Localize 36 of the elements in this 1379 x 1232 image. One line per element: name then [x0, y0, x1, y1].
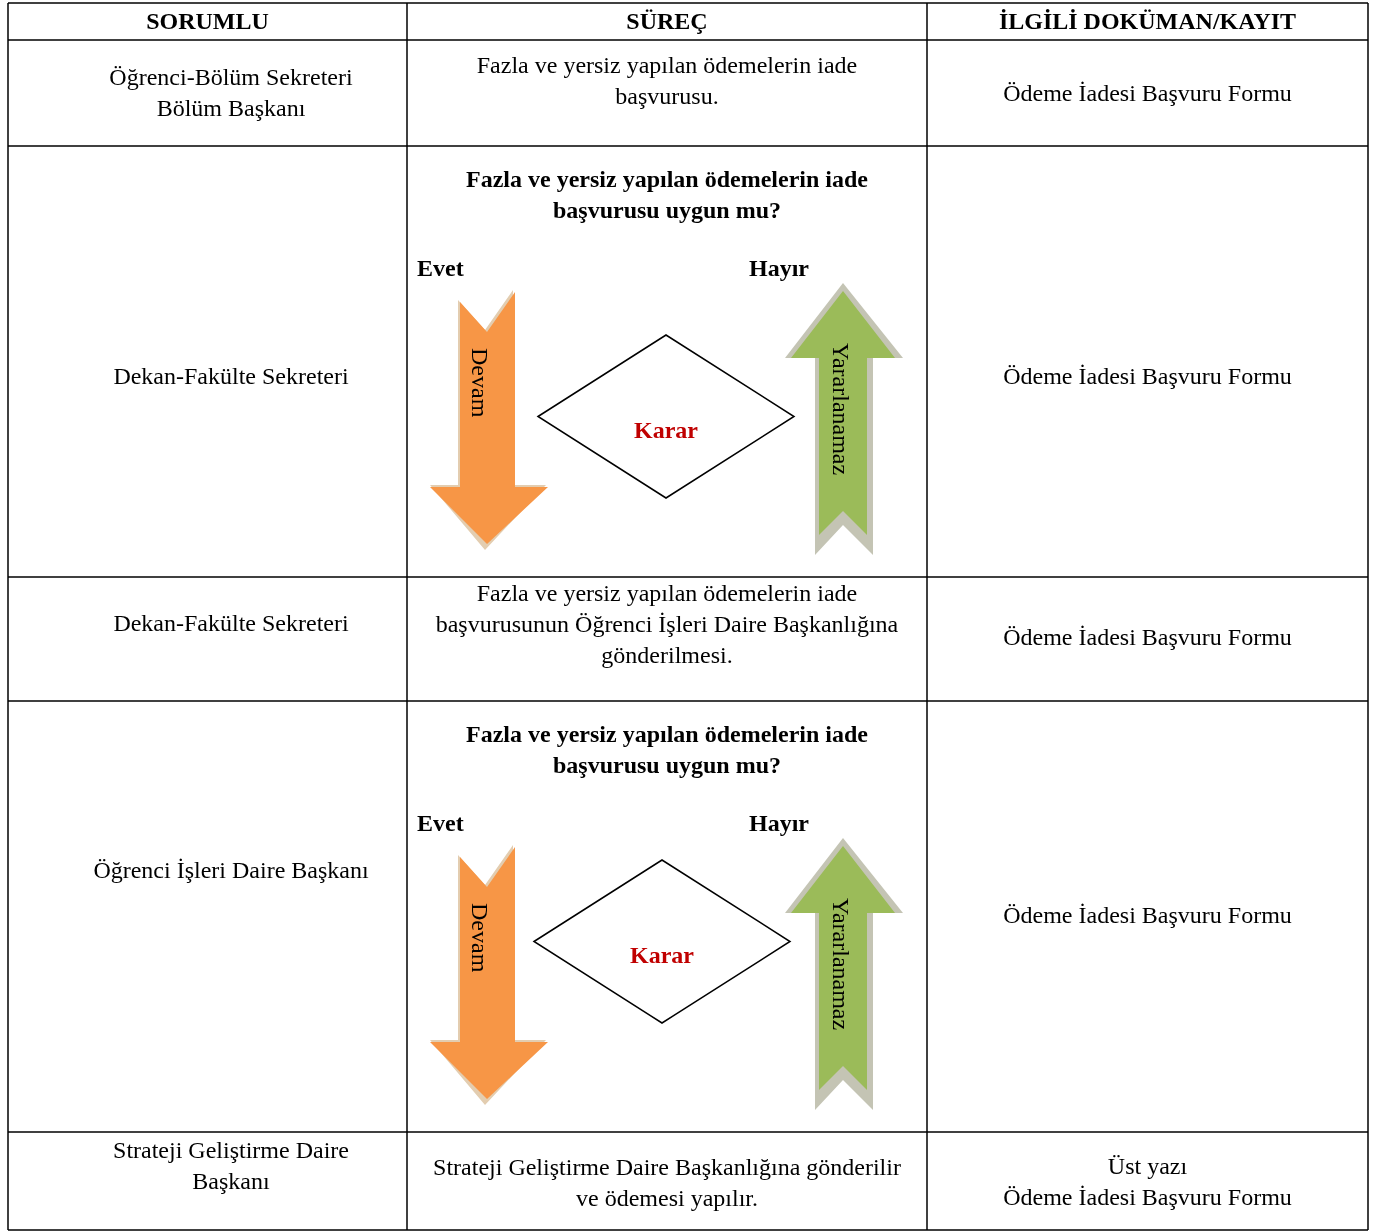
column-header: İLGİLİ DOKÜMAN/KAYIT [998, 7, 1297, 36]
arrow-label: Devam [466, 348, 493, 418]
process-step: Fazla ve yersiz yapılan ödemelerin iade başvurusu. [427, 50, 907, 112]
branch-label: Hayır [749, 810, 809, 837]
branch-label: Evet [417, 255, 464, 282]
responsible-person: Bölüm Başkanı [156, 94, 306, 123]
document-name: Ödeme İadesi Başvuru Formu [1003, 623, 1292, 652]
document-name: Ödeme İadesi Başvuru Formu [1003, 901, 1292, 930]
up-arrow [785, 283, 903, 555]
arrow-label: Devam [466, 903, 493, 973]
column-header: SÜREÇ [626, 7, 708, 36]
decision-label: Karar [633, 416, 699, 444]
responsible-person: Dekan-Fakülte Sekreteri [113, 362, 349, 391]
process-step: Strateji Geliştirme Daire Başkanlığına gönderilir ve ödemesi yapılır. [427, 1151, 907, 1214]
document-name: Ödeme İadesi Başvuru Formu [1003, 79, 1292, 108]
responsible-person: Öğrenci İşleri Daire Başkanı [93, 856, 369, 885]
responsible-person: Öğrenci-Bölüm Sekreteri [109, 63, 353, 92]
responsible-person: Strateji Geliştirme Daire Başkanı [112, 1136, 350, 1196]
decision-diamond [534, 860, 790, 1023]
responsible-person: Dekan-Fakülte Sekreteri [113, 609, 349, 638]
decision-label: Karar [629, 941, 695, 969]
arrow-label: Yararlanamaz [827, 343, 854, 476]
column-header: SORUMLU [146, 7, 269, 36]
arrow-label: Yararlanamaz [827, 898, 854, 1031]
decision-question: Fazla ve yersiz yapılan ödemelerin iade başvurusu uygun mu? [465, 720, 869, 780]
down-arrow [430, 290, 548, 552]
decision-diamond [538, 335, 794, 498]
branch-label: Evet [417, 810, 464, 837]
down-arrow [430, 845, 548, 1107]
process-step: Fazla ve yersiz yapılan ödemelerin iade başvurusunun Öğrenci İşleri Daire Başkanlığına gönderilmesi. [427, 578, 907, 671]
document-name: Ödeme İadesi Başvuru Formu [1003, 362, 1292, 391]
up-arrow [785, 838, 903, 1110]
branch-label: Hayır [749, 255, 809, 282]
decision-question: Fazla ve yersiz yapılan ödemelerin iade başvurusu uygun mu? [465, 165, 869, 225]
document-name: Ödeme İadesi Başvuru Formu [1003, 1182, 1292, 1212]
document-name: Üst yazı [1107, 1151, 1188, 1181]
